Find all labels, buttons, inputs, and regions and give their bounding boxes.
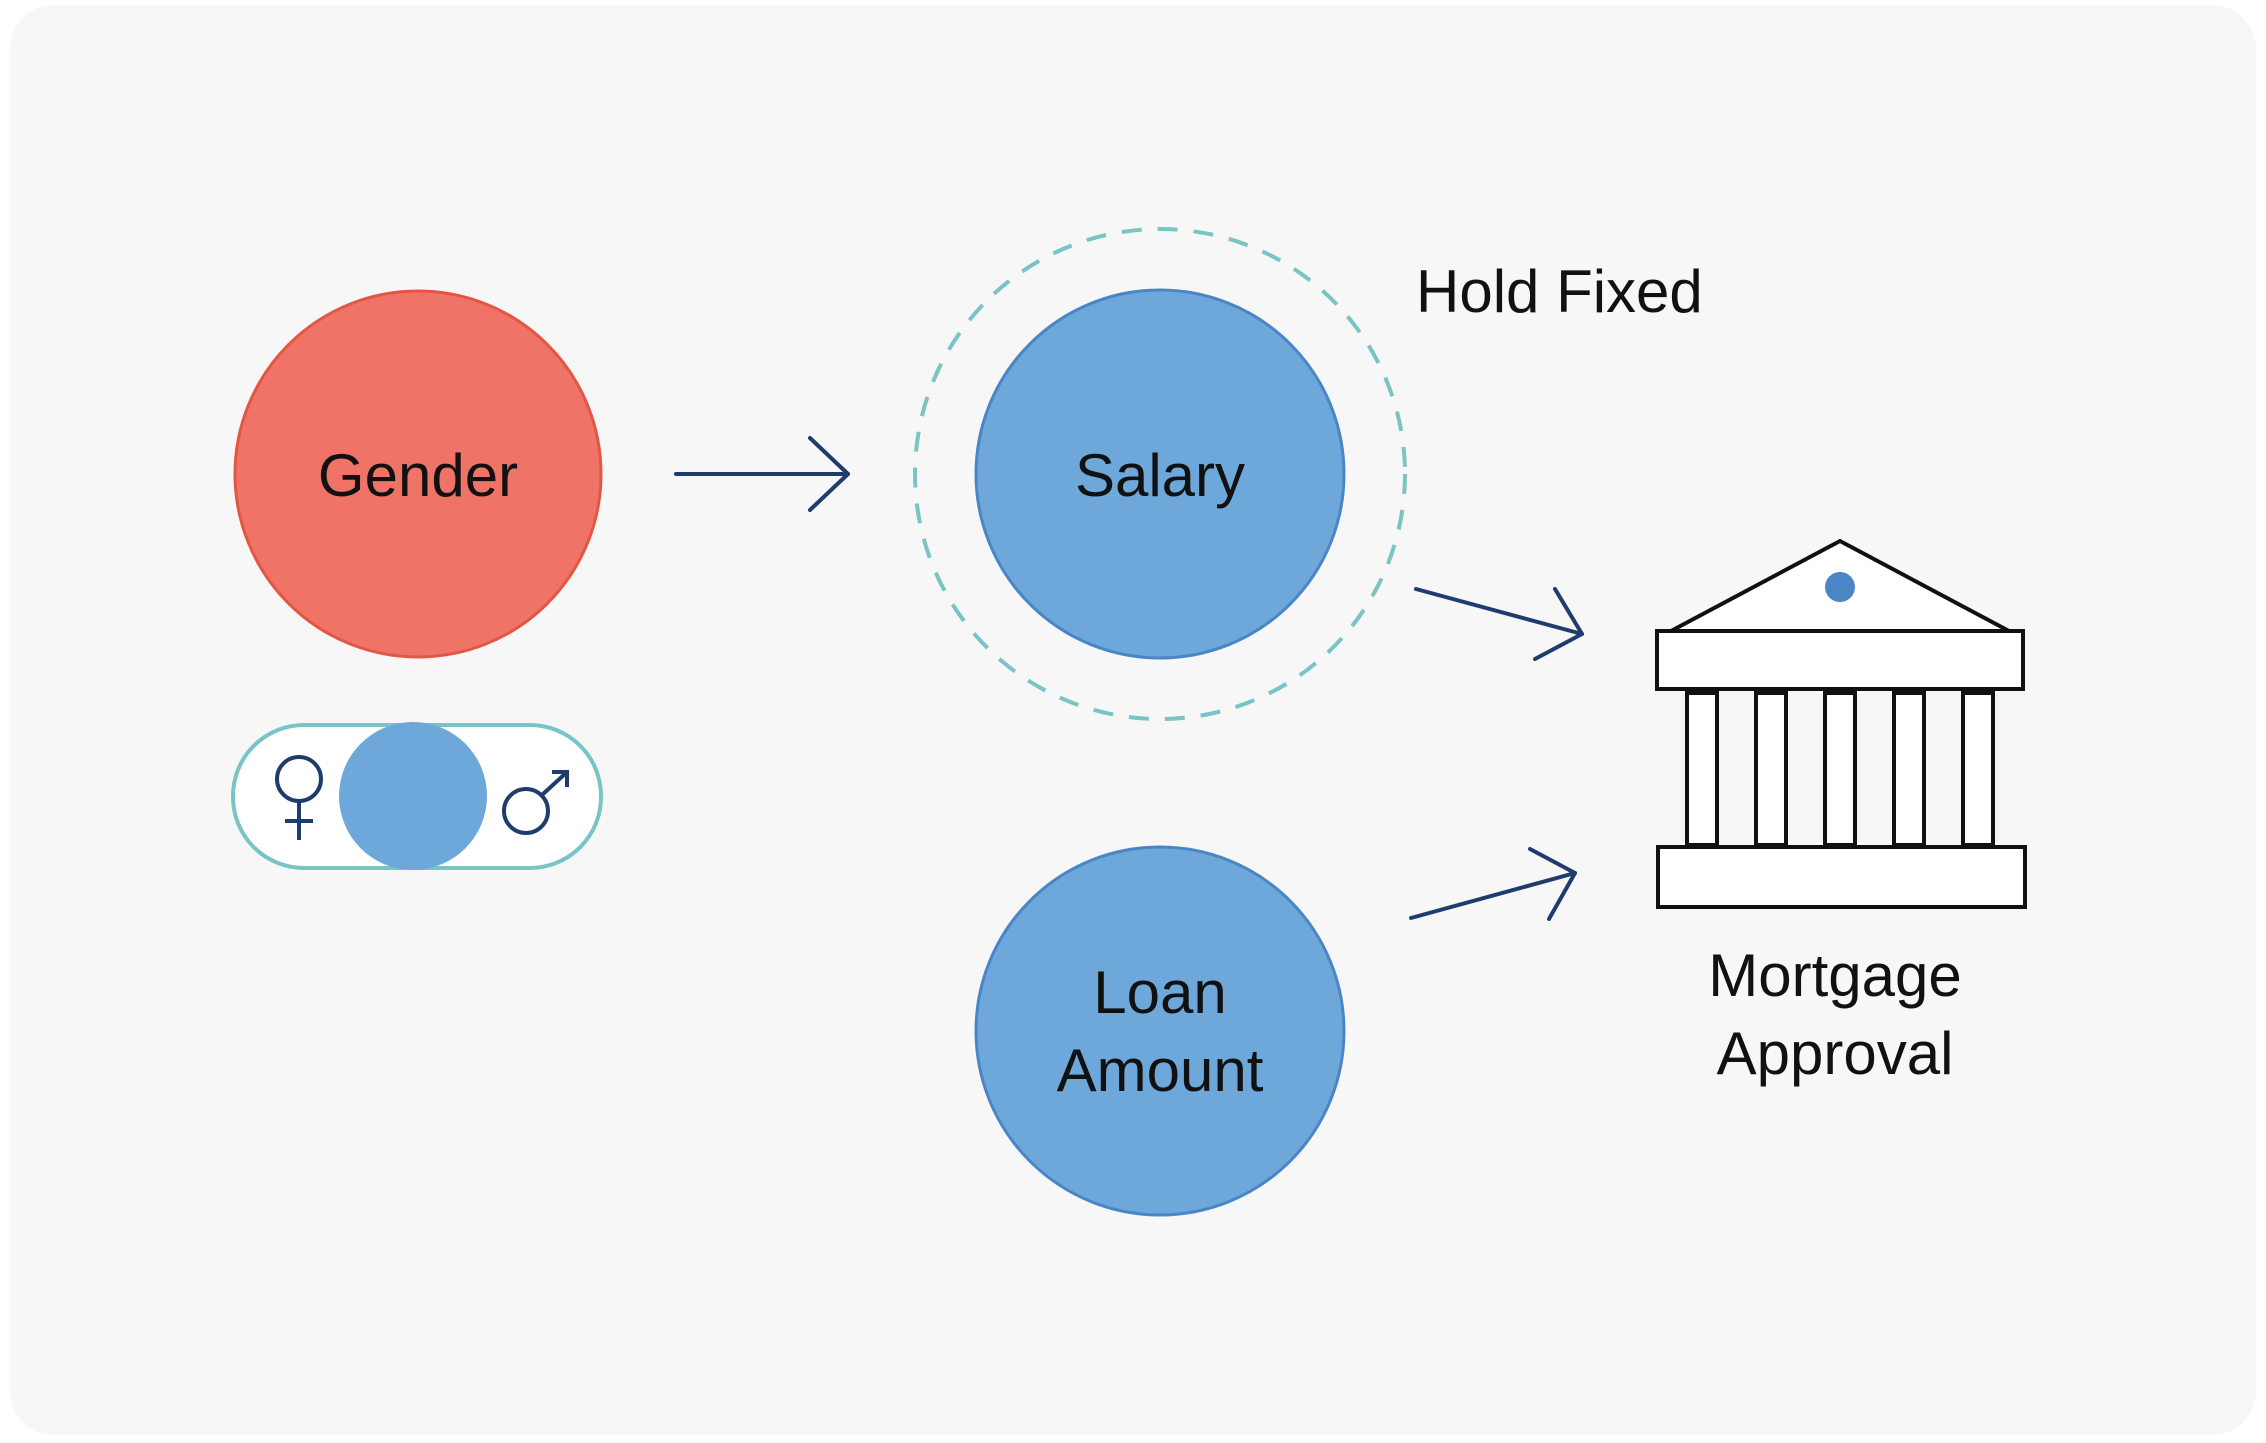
bank-base <box>1656 845 2027 909</box>
toggle-knob[interactable] <box>339 722 487 870</box>
mortgage-approval-label-line1: Mortgage <box>1708 942 1961 1009</box>
arrow-gender-to-salary <box>674 436 850 512</box>
bank-column <box>1892 691 1926 847</box>
loan-amount-node: Loan Amount <box>974 845 1346 1217</box>
salary-node: Salary <box>913 227 1407 721</box>
loan-amount-label-line2: Amount <box>1057 1037 1264 1104</box>
bank-entablature <box>1655 629 2025 691</box>
background-panel <box>10 5 2256 1435</box>
hold-fixed-ring <box>913 227 1407 721</box>
arrow-salary-to-mortgage <box>1414 587 1584 661</box>
bank-column <box>1961 691 1995 847</box>
gender-label: Gender <box>318 442 518 509</box>
female-icon <box>275 755 323 840</box>
hold-fixed-label: Hold Fixed <box>1416 258 1703 325</box>
gender-toggle[interactable] <box>231 722 603 870</box>
bank-column <box>1754 691 1788 847</box>
bank-dot-icon <box>1825 572 1855 602</box>
male-icon <box>502 770 569 835</box>
loan-amount-circle <box>974 845 1346 1217</box>
arrow-loan-to-mortgage <box>1409 847 1577 921</box>
bank-column <box>1685 691 1719 847</box>
loan-amount-label-line1: Loan <box>1093 959 1226 1026</box>
bank-column <box>1823 691 1857 847</box>
mortgage-approval-label-line2: Approval <box>1717 1020 1954 1087</box>
gender-node: Gender <box>233 289 603 659</box>
salary-circle <box>974 288 1346 660</box>
gender-circle <box>233 289 603 659</box>
salary-label: Salary <box>1075 442 1245 509</box>
